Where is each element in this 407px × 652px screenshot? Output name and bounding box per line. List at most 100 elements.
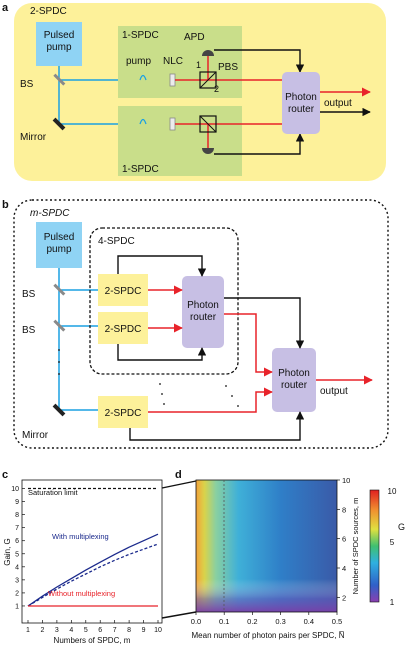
colorbar-label: G [398,522,405,532]
c-ytick-label: 5 [15,551,19,558]
mirror [52,117,66,131]
heatmap-frame [195,479,338,613]
panel-b-letter: b [2,199,9,211]
pbs-cube-top [199,71,217,89]
pulsed-pump-b-label-2: pump [46,244,71,255]
router-b-outer-label-2: router [281,380,308,391]
d-xtick-label: 0.2 [247,617,257,626]
two-spdc-box-2 [98,312,148,344]
spdc-bottom-label: 1-SPDC [122,164,159,175]
panel-d: d 0.0 0.1 0.2 0.3 0.4 0.5 2 4 6 8 10 Mean number … [161,469,405,640]
c-xtick-label: 8 [127,627,131,634]
signal-line-top [214,49,305,73]
zoom-connector-top [161,480,197,489]
mirror-b [52,403,66,417]
c-ytick-label: 3 [15,577,19,584]
nlc-crystal-bottom [169,117,176,131]
d-xtick-label: 0.1 [219,617,229,626]
without-multiplexing-label: Without multiplexing [48,589,115,598]
with-multiplexing-label: With multiplexing [52,532,109,541]
nlc-crystal-top [169,73,176,87]
c-series-line-2 [27,543,159,607]
c-xtick-label: 4 [69,627,73,634]
pulsed-pump-box [36,22,82,66]
photon-router-b-inner [182,276,224,348]
d-ytick-label: 2 [342,593,346,602]
d-xtick-label: 0.4 [304,617,314,626]
c-xtick-label: 10 [154,627,162,634]
pulsed-pump-label-1: Pulsed [44,30,75,41]
d-xtick-label: 0.3 [275,617,285,626]
panel-a-letter: a [2,2,9,14]
colorbar [369,489,380,603]
c-xtick-label: 6 [98,627,102,634]
zoom-connector-bottom [161,611,197,619]
heatmap-ylabel: Number of SPDC sources, m [351,498,360,595]
port-1-label: 1 [196,60,201,70]
panel-c-letter: c [2,469,8,481]
router-b-inner-label-2: router [190,312,217,323]
router-a-label-1: Photon [285,92,317,103]
c-ytick-label: 6 [15,538,19,545]
c-xtick-label: 7 [113,627,117,634]
panel-b-title: m-SPDC [30,208,70,219]
two-spdc-box-3 [98,396,148,428]
c-ytick-label: 1 [15,603,19,610]
c-ytick-label: 10 [11,486,19,493]
pump-word: pump [126,56,151,67]
bs-label: BS [20,79,34,90]
chart-c-frame [21,479,163,624]
nlc-label: NLC [163,56,183,67]
d-ytick-label: 8 [342,505,346,514]
d-ytick-label: 6 [342,535,346,544]
chart-c-xlabel: Numbers of SPDC, m [54,636,131,645]
d-xtick-label: 0.5 [332,617,342,626]
pulse-icon-top [139,74,147,81]
c-xtick-label: 3 [55,627,59,634]
c-xtick-label: 1 [26,627,30,634]
bs1-label-b: BS [22,289,36,300]
pulsed-pump-box-b [36,222,82,268]
c-series-line-1 [27,533,159,607]
two-spdc-box-3-label: 2-SPDC [105,408,142,419]
c-xtick-label: 5 [84,627,88,634]
mirror-label: Mirror [20,132,47,143]
heatmap-xlabel: Mean number of photon pairs per SPDC, N̅ [192,631,345,640]
c-xtick-label: 9 [142,627,146,634]
colorbar-tick-10: 10 [388,487,397,496]
signal-line-bottom [214,133,305,155]
apd-label: APD [184,32,205,43]
photon-router-b-outer [272,348,316,412]
chart-c-ylabel: Gain, G [3,538,12,566]
spdc-top-label: 1-SPDC [122,30,159,41]
spdc-module-top [118,26,242,98]
pbs-label: PBS [218,62,238,73]
two-spdc-box-1 [98,274,148,306]
panel-a-title: 2-SPDC [30,6,67,17]
d-xtick-label: 0.0 [191,617,201,626]
c-ytick-label: 7 [15,525,19,532]
d-ytick-label: 4 [342,564,346,573]
router-a-label-2: router [288,104,315,115]
saturation-label: Saturation limit [28,488,79,497]
apd-detector-icon-top [202,50,214,56]
d-ytick-label: 10 [342,476,350,485]
two-spdc-box-2-label: 2-SPDC [105,324,142,335]
colorbar-tick-1: 1 [390,598,395,607]
colorbar-tick-5: 5 [390,538,395,547]
m-spdc-boundary [13,199,389,449]
c-xtick-label: 2 [40,627,44,634]
pbs-cube-bottom [199,115,217,133]
four-spdc-label: 4-SPDC [98,236,135,247]
two-spdc-box-1-label: 2-SPDC [105,286,142,297]
beam-splitter-b1 [53,283,66,296]
four-spdc-boundary [89,227,239,375]
c-ytick-label: 4 [15,564,19,571]
output-label-a: output [324,98,352,109]
router-b-outer-label-1: Photon [278,368,310,379]
mirror-label-b: Mirror [22,430,49,441]
port-2-label: 2 [214,84,219,94]
panel-d-letter: d [175,469,182,481]
